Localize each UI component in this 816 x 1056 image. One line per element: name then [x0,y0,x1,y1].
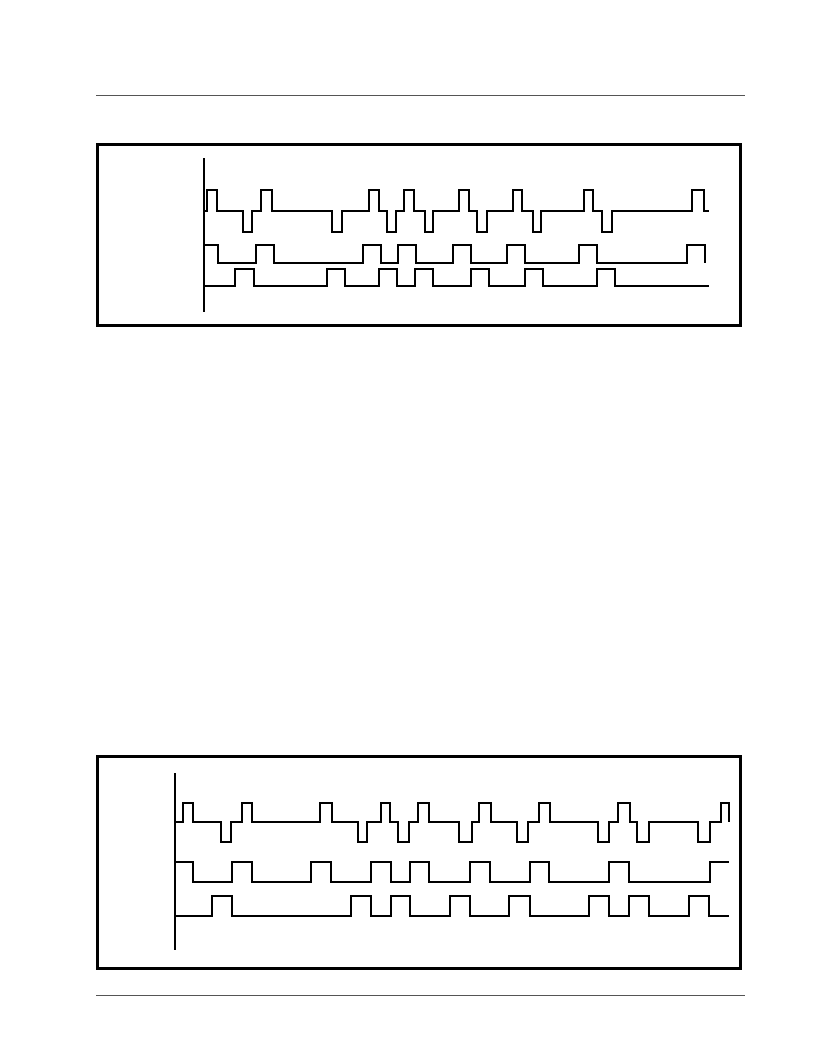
signal-trace-digital-a [175,861,729,883]
signal-trace-digital-b [175,895,729,917]
timing-diagram-2-svg [174,773,730,950]
header-rule [96,95,745,96]
timing-diagram-2 [96,755,742,970]
signal-trace-bipolar [175,802,730,843]
signal-trace-bipolar [204,189,709,233]
timing-diagram-1-svg [203,158,709,312]
footer-rule [96,995,745,996]
signal-trace-digital-a [204,244,706,264]
timing-diagram-1 [96,143,742,327]
signal-trace-digital-b [204,268,709,287]
